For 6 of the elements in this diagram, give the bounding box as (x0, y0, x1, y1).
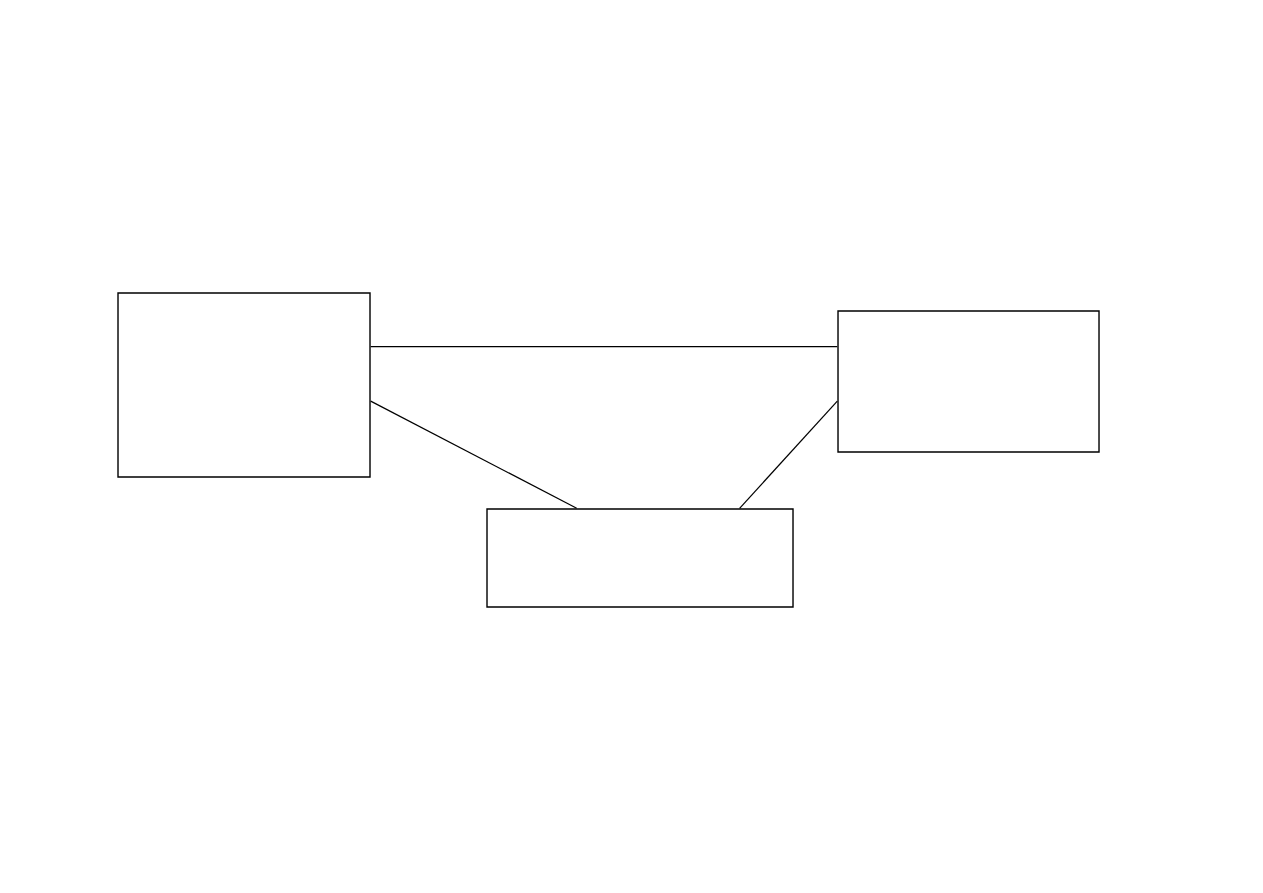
connector-line (370, 400, 578, 509)
empty-box (117, 292, 371, 478)
empty-box (837, 310, 1100, 453)
empty-box (486, 508, 794, 608)
connector-line (739, 400, 838, 509)
connector-line (370, 346, 838, 348)
